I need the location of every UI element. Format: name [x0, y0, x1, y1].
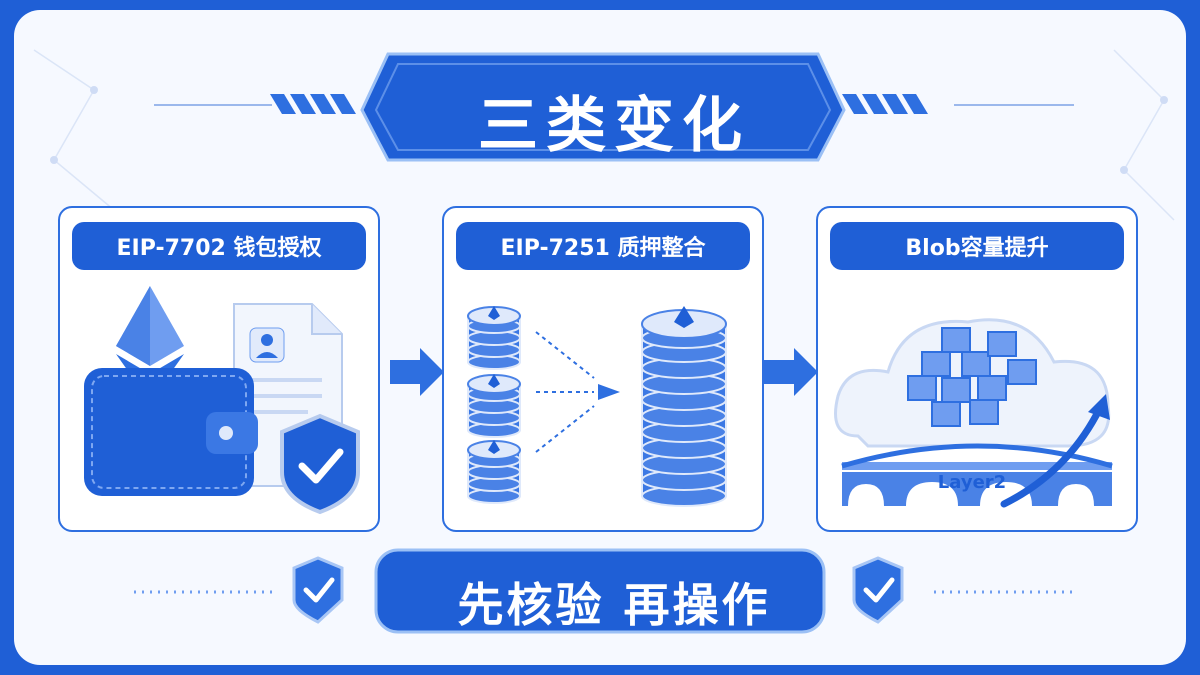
panel-label: EIP-7702 钱包授权 [72, 222, 366, 270]
cube-cluster-icon [907, 327, 1037, 427]
arrow-right-icon [390, 348, 444, 396]
shield-check-icon [852, 556, 904, 624]
page-title: 三类变化 [478, 90, 750, 161]
panel-label: EIP-7251 质押整合 [456, 222, 750, 270]
panel-wallet-authorization: EIP-7702 钱包授权 [58, 206, 380, 532]
growth-arrow-icon [1000, 394, 1110, 508]
ethereum-wallet-icon [84, 368, 258, 496]
shield-check-icon [292, 556, 344, 624]
arrow-right-icon [764, 348, 818, 396]
cloud-icon [834, 318, 1111, 448]
bottom-banner: 先核验 再操作 [457, 578, 771, 632]
network-background [33, 49, 1175, 634]
frame: 三类变化 EIP-7702 钱包授权 [14, 10, 1186, 665]
panel-label: Blob容量提升 [830, 222, 1124, 270]
panel-staking-consolidation: EIP-7251 质押整合 [442, 206, 764, 532]
shield-check-icon [280, 413, 360, 515]
panel-blob-capacity: Blob容量提升 [816, 206, 1138, 532]
layer2-label: Layer2 [937, 472, 1007, 493]
coin-stack-icon [467, 306, 727, 507]
